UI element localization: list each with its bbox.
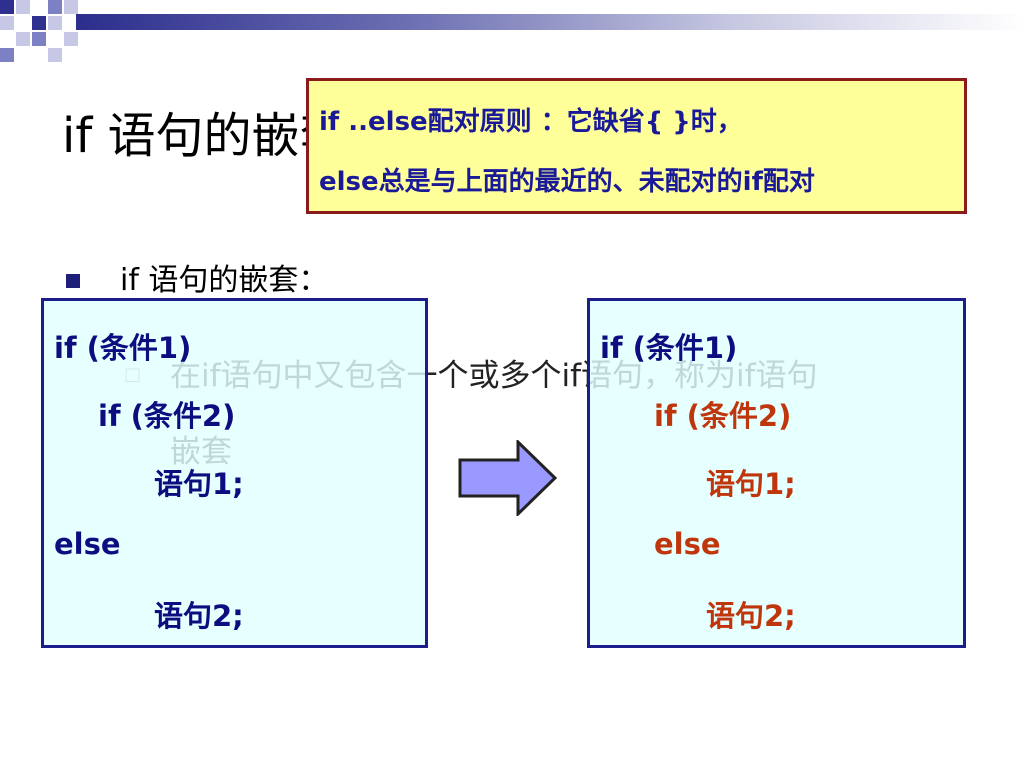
decor-square: [48, 48, 62, 62]
decor-square: [48, 16, 62, 30]
code-line: if (条件1): [600, 331, 738, 365]
decor-square: [32, 32, 46, 46]
callout-line-2: else总是与上面的最近的、未配对的if配对: [319, 167, 815, 197]
code-line: else: [54, 527, 121, 561]
decor-square: [64, 32, 78, 46]
callout-line-1: if ..else配对原则 ：它缺省{ }时，: [319, 107, 743, 137]
right-arrow-icon: [458, 440, 558, 516]
decor-square: [0, 0, 14, 14]
code-line: if (条件1): [54, 331, 192, 365]
decor-square: [16, 32, 30, 46]
code-line: 语句2;: [154, 599, 244, 633]
decor-square: [0, 16, 14, 30]
decor-square: [0, 48, 14, 62]
decor-square: [32, 16, 46, 30]
slide-title: if 语句的嵌套: [62, 108, 348, 164]
code-line: if (条件2): [654, 399, 792, 433]
code-line: else: [654, 527, 721, 561]
code-box-before: if (条件1) if (条件2) 语句1; else 语句2;: [41, 298, 428, 648]
decor-square: [48, 0, 62, 14]
code-line: if (条件2): [98, 399, 236, 433]
code-line: 语句1;: [154, 467, 244, 501]
code-line: 语句2;: [706, 599, 796, 633]
decor-square: [64, 0, 78, 14]
code-line: 语句1;: [706, 467, 796, 501]
pairing-rule-callout: if ..else配对原则 ：它缺省{ }时， else总是与上面的最近的、未配…: [306, 78, 967, 214]
bullet-text: if 语句的嵌套：: [120, 263, 329, 298]
decor-square: [16, 0, 30, 14]
square-bullet-icon: [66, 274, 80, 288]
header-gradient-bar: [76, 14, 1024, 30]
code-box-after: if (条件1) if (条件2) 语句1; else 语句2;: [587, 298, 966, 648]
